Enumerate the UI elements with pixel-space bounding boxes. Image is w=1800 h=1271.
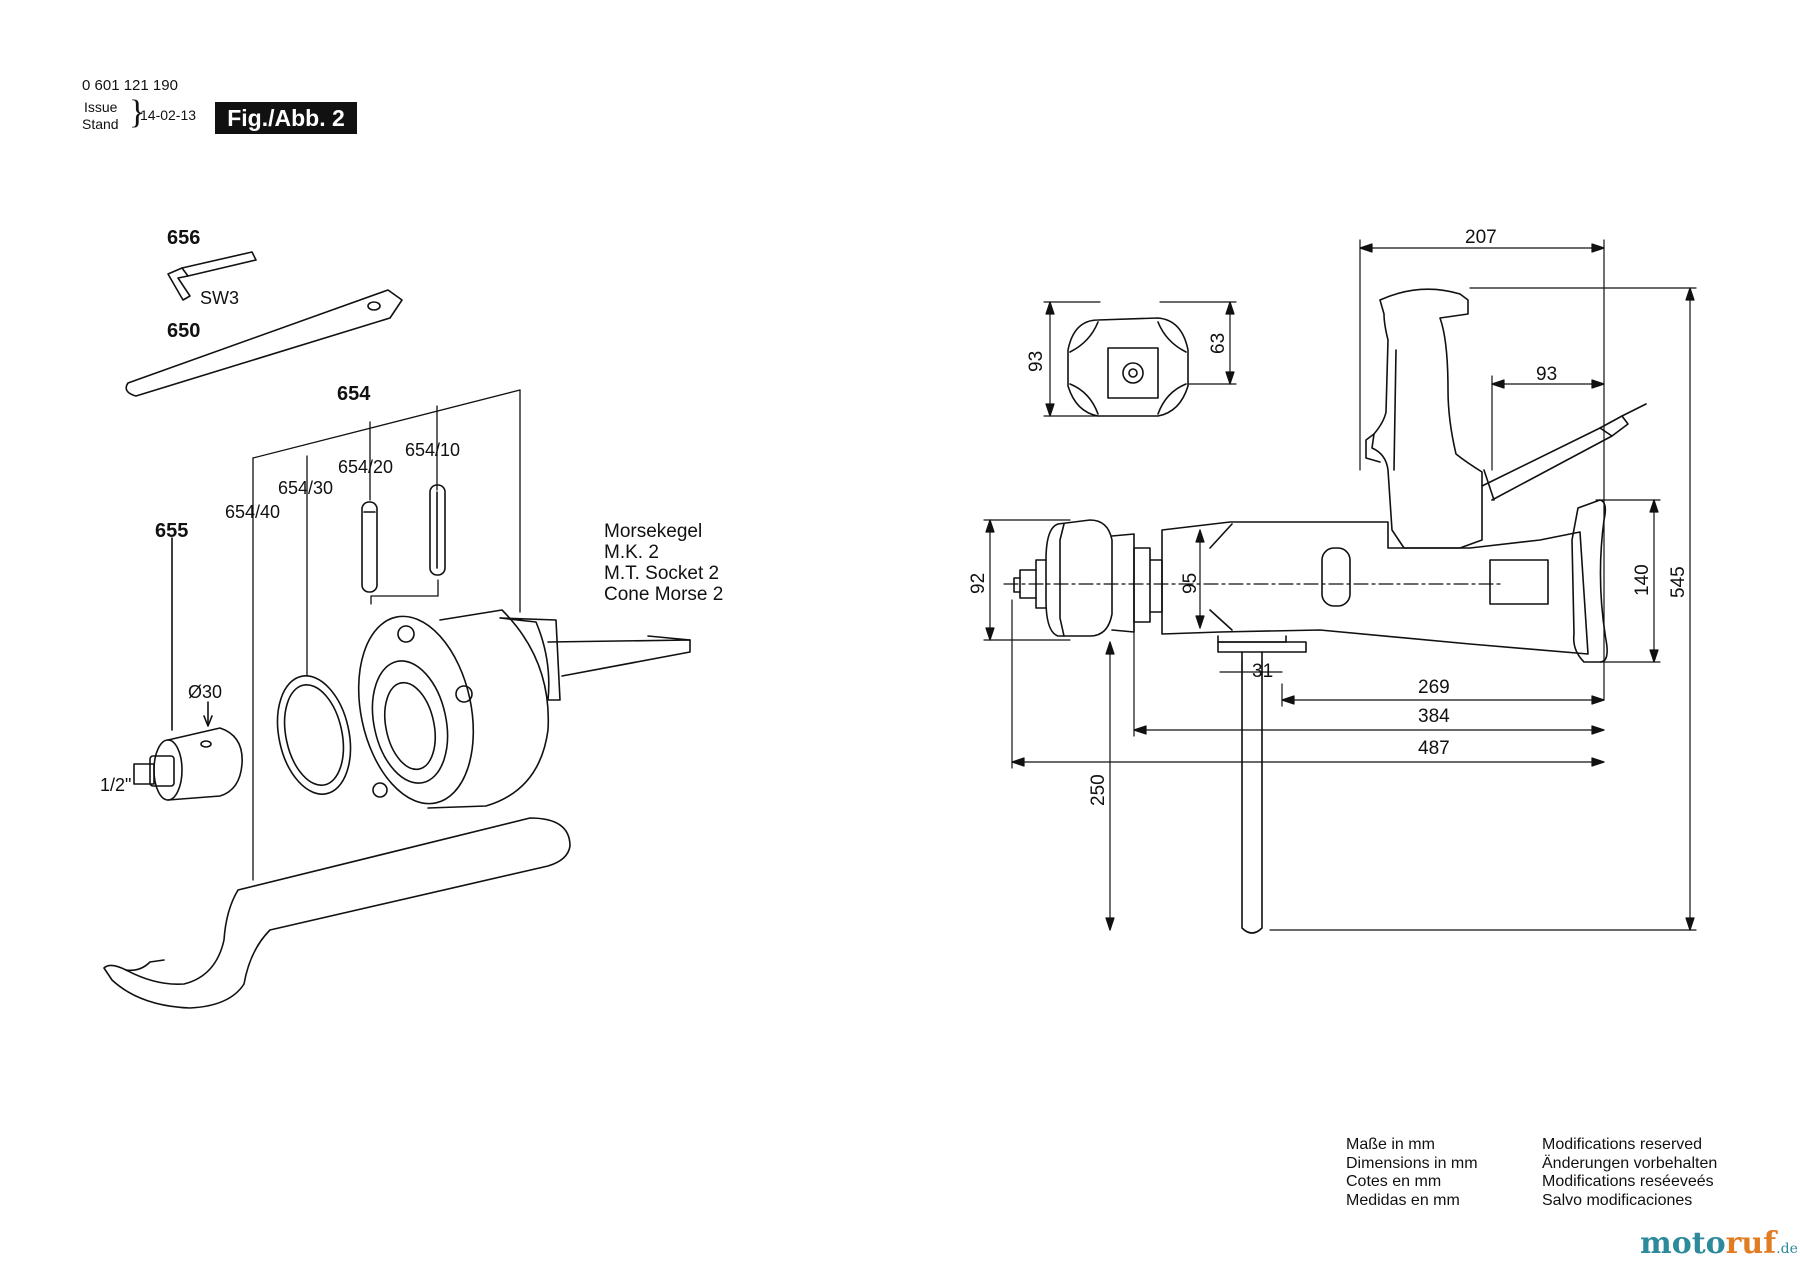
- half-inch-label: 1/2": [100, 775, 132, 795]
- dimension-lines: [983, 239, 1697, 931]
- dim-93-side: 93: [1026, 350, 1047, 372]
- dim-269: 269: [1418, 677, 1450, 698]
- part-label-650: 650: [167, 320, 201, 342]
- dim-487: 487: [1418, 738, 1450, 759]
- dim-92: 92: [968, 572, 989, 594]
- note-left-2: Dimensions in mm: [1346, 1154, 1478, 1172]
- flange-adapter-654: [357, 609, 691, 809]
- dim-207: 207: [1465, 227, 1497, 248]
- part-label-654-10: 654/10: [405, 440, 461, 460]
- dim-140: 140: [1632, 564, 1653, 596]
- morse-line-3: M.T. Socket 2: [604, 563, 720, 584]
- sw3-label: SW3: [200, 288, 240, 308]
- stand-label: Stand: [82, 116, 119, 132]
- pin-654-20: [361, 501, 378, 593]
- part-label-654-30: 654/30: [278, 478, 334, 498]
- hook-wrench: [103, 817, 571, 1009]
- chuck-end-view: [1067, 317, 1189, 417]
- figure-label: Fig./Abb. 2: [215, 102, 357, 134]
- issue-date: 14-02-13: [140, 107, 197, 123]
- dim-250: 250: [1088, 774, 1109, 806]
- part-label-654-20: 654/20: [338, 457, 394, 477]
- note-left: Maße in mm Dimensions in mm Cotes en mm …: [1346, 1136, 1478, 1210]
- part-label-656: 656: [167, 227, 201, 249]
- part-label-654: 654: [337, 383, 371, 405]
- note-right-4: Salvo modificaciones: [1542, 1191, 1693, 1209]
- morse-line-4: Cone Morse 2: [604, 584, 724, 605]
- part-label-654-40: 654/40: [225, 502, 281, 522]
- brace-icon: }: [129, 94, 146, 131]
- callout-bracket-654: [252, 389, 521, 881]
- part-label-655: 655: [155, 520, 189, 542]
- drill-body: [1013, 288, 1647, 934]
- dim-63: 63: [1208, 332, 1229, 354]
- dim-95: 95: [1180, 572, 1201, 594]
- issue-label: Issue: [84, 99, 118, 115]
- pin-654-10: [429, 484, 446, 576]
- note-right-2: Änderungen vorbehalten: [1542, 1154, 1718, 1172]
- note-right: Modifications reserved Änderungen vorbeh…: [1542, 1136, 1717, 1210]
- note-left-4: Medidas en mm: [1346, 1191, 1460, 1209]
- morse-line-2: M.K. 2: [604, 542, 659, 563]
- drift-650: [125, 289, 403, 397]
- o-ring-654-30: [276, 675, 352, 795]
- diameter-label: Ø30: [188, 682, 223, 702]
- part-number: 0 601 121 190: [82, 77, 178, 94]
- note-right-1: Modifications reserved: [1542, 1136, 1703, 1153]
- dim-545: 545: [1668, 566, 1689, 598]
- dim-31: 31: [1252, 661, 1274, 682]
- note-left-3: Cotes en mm: [1346, 1173, 1442, 1190]
- dim-93-top: 93: [1536, 364, 1558, 385]
- morse-line-1: Morsekegel: [604, 521, 703, 542]
- dim-384: 384: [1418, 706, 1450, 727]
- hex-key-656: [167, 251, 257, 301]
- note-left-1: Maße in mm: [1346, 1136, 1435, 1153]
- note-right-3: Modifications reséeveés: [1542, 1173, 1714, 1190]
- watermark-logo: motoruf.de: [1640, 1226, 1798, 1261]
- adapter-655: [133, 537, 243, 801]
